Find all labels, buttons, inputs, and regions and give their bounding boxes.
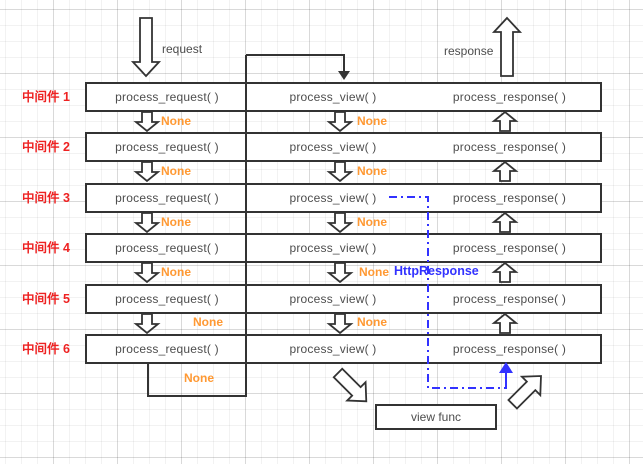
response-gap-arrow-2-icon <box>491 160 519 182</box>
response-gap-arrow-4-icon <box>491 261 519 283</box>
request-gap-arrow-1-icon <box>133 111 161 133</box>
view-func-box: view func <box>375 404 497 430</box>
none-label: None <box>161 164 191 178</box>
middleware-6-label: 中间件 6 <box>22 342 70 356</box>
middleware-2-label: 中间件 2 <box>22 140 70 154</box>
process-view-cell: process_view( ) <box>289 241 377 255</box>
middleware-row-4: process_request( ) process_view( ) proce… <box>85 233 602 263</box>
middleware-row-2: process_request( ) process_view( ) proce… <box>85 132 602 162</box>
response-gap-arrow-1-icon <box>491 110 519 132</box>
view-gap-arrow-3-icon <box>326 212 354 234</box>
process-request-cell: process_request( ) <box>115 342 219 356</box>
process-view-cell: process_view( ) <box>289 191 377 205</box>
middleware-5-label: 中间件 5 <box>22 292 70 306</box>
middleware-1-label: 中间件 1 <box>22 90 70 104</box>
none-label: None <box>161 215 191 229</box>
process-view-cell: process_view( ) <box>289 292 377 306</box>
middleware-row-3: process_request( ) process_view( ) proce… <box>85 183 602 213</box>
process-view-cell: process_view( ) <box>289 342 377 356</box>
process-response-cell: process_response( ) <box>452 90 567 104</box>
process-response-cell: process_response( ) <box>452 292 567 306</box>
request-to-view-arrowhead-icon <box>338 71 350 80</box>
response-up-arrow-icon <box>491 16 523 77</box>
request-gap-arrow-5-icon <box>133 313 161 335</box>
middleware-row-1: process_request( ) process_view( ) proce… <box>85 82 602 112</box>
middleware-row-6: process_request( ) process_view( ) proce… <box>85 334 602 364</box>
none-label: None <box>357 114 387 128</box>
process-view-cell: process_view( ) <box>289 90 377 104</box>
none-label: None <box>193 315 223 329</box>
from-view-func-diagonal-arrow-icon <box>507 375 542 410</box>
process-response-cell: process_response( ) <box>452 191 567 205</box>
none-label: None <box>359 265 389 279</box>
process-request-cell: process_request( ) <box>115 292 219 306</box>
response-flow-label: response <box>444 44 494 58</box>
request-gap-arrow-4-icon <box>133 262 161 284</box>
none-label: None <box>161 114 191 128</box>
process-request-cell: process_request( ) <box>115 140 219 154</box>
process-request-cell: process_request( ) <box>115 191 219 205</box>
view-gap-arrow-2-icon <box>326 161 354 183</box>
none-label: None <box>161 265 191 279</box>
view-gap-arrow-1-icon <box>326 111 354 133</box>
request-gap-arrow-3-icon <box>133 212 161 234</box>
request-flow-label: request <box>162 42 203 56</box>
none-label: None <box>184 371 214 385</box>
to-view-func-diagonal-arrow-icon <box>332 367 368 403</box>
process-response-cell: process_response( ) <box>452 342 567 356</box>
middleware-row-5: process_request( ) process_view( ) proce… <box>85 284 602 314</box>
request-down-arrow-icon <box>130 17 162 78</box>
none-label: None <box>357 164 387 178</box>
request-to-view-elbow-line <box>246 54 345 72</box>
request-gap-arrow-2-icon <box>133 161 161 183</box>
process-view-cell: process_view( ) <box>289 140 377 154</box>
middleware-3-label: 中间件 3 <box>22 191 70 205</box>
http-response-label: HttpResponse <box>394 264 479 278</box>
middleware-4-label: 中间件 4 <box>22 241 70 255</box>
view-gap-arrow-4-icon <box>326 262 354 284</box>
view-gap-arrow-5-icon <box>326 313 354 335</box>
process-request-cell: process_request( ) <box>115 90 219 104</box>
process-response-cell: process_response( ) <box>452 241 567 255</box>
none-label: None <box>357 215 387 229</box>
process-response-cell: process_response( ) <box>452 140 567 154</box>
process-request-cell: process_request( ) <box>115 241 219 255</box>
response-gap-arrow-3-icon <box>491 211 519 233</box>
none-label: None <box>357 315 387 329</box>
response-gap-arrow-5-icon <box>491 312 519 334</box>
